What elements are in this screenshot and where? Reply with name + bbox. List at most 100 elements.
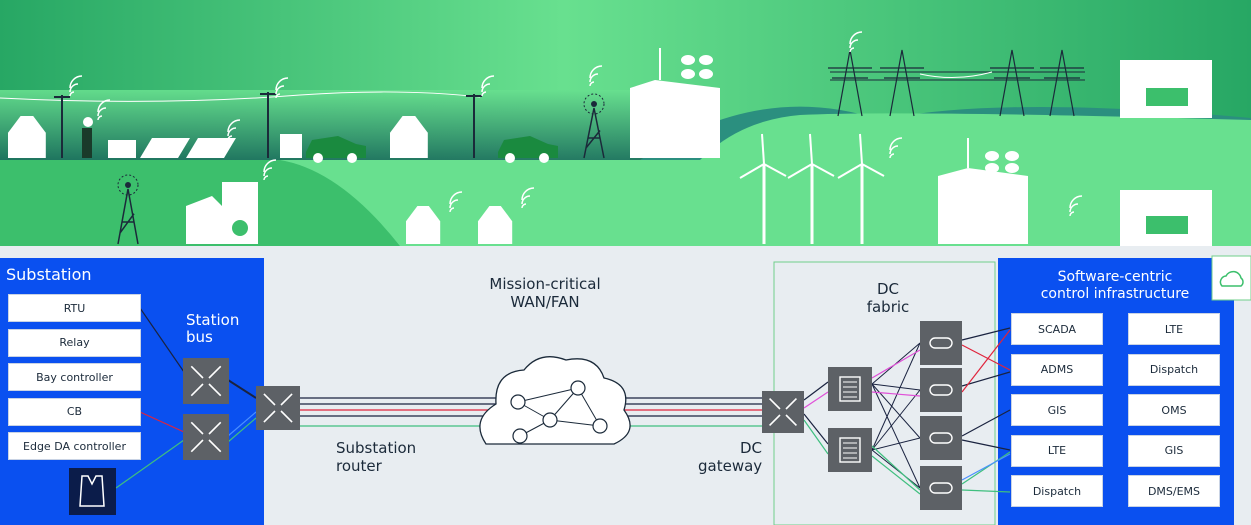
arc — [69, 83, 79, 93]
arc — [521, 195, 531, 205]
substation-title: Substation — [6, 265, 92, 284]
wifi-signal — [521, 187, 535, 209]
electric-car-wheel — [347, 153, 357, 163]
substation-router-label: Substation router — [336, 439, 417, 475]
network-link — [871, 383, 921, 489]
arc — [481, 75, 495, 89]
device-box-cb: CB — [8, 397, 141, 426]
house — [8, 116, 46, 158]
leaf-port-icon — [929, 384, 953, 396]
electric-car-wheel — [539, 153, 549, 163]
arc — [1069, 211, 1075, 217]
cell-tower-antenna — [591, 101, 597, 107]
arc — [263, 167, 273, 177]
house — [406, 206, 441, 244]
station-bus-switch-arrows — [190, 365, 222, 397]
cooling-drum — [985, 163, 999, 173]
building-screen — [1146, 88, 1188, 106]
arc — [589, 81, 595, 87]
arc — [889, 145, 899, 155]
network-link — [961, 409, 1011, 437]
vest-outline — [79, 475, 105, 507]
wire-sag — [919, 71, 993, 79]
wifi-signal — [589, 65, 603, 87]
dc-fabric-label: DC fabric — [866, 280, 910, 316]
electric-car — [498, 136, 558, 158]
server-icon — [839, 376, 861, 402]
network-link — [803, 419, 829, 455]
arc — [849, 47, 855, 53]
cooling-drum — [681, 69, 695, 79]
arc — [889, 153, 895, 159]
substation-router-arrows — [263, 393, 293, 423]
cell-tower — [583, 107, 605, 159]
wifi-signal — [849, 31, 863, 53]
transmission-wires — [830, 71, 1085, 81]
leaf-switch — [920, 466, 962, 510]
mesh-node — [570, 380, 586, 396]
building-screen — [1146, 216, 1188, 234]
substation-router — [256, 386, 300, 430]
network-link — [227, 411, 257, 437]
app-box-lte: LTE — [1011, 434, 1103, 467]
blade — [739, 163, 765, 179]
leaf-switch — [920, 321, 962, 365]
wifi-signal — [1069, 195, 1083, 217]
leaf-port-icon — [929, 337, 953, 349]
arc — [227, 119, 241, 133]
network-link — [227, 417, 257, 443]
wifi-signal — [97, 99, 111, 121]
network-link — [871, 437, 921, 451]
arc — [97, 99, 111, 113]
cell-tower — [117, 188, 139, 245]
network-link — [871, 349, 921, 379]
mesh-node — [542, 412, 558, 428]
arc — [97, 115, 103, 121]
wind-turbine-blades — [739, 133, 787, 179]
field-worker — [82, 128, 92, 158]
battery-storage — [108, 140, 136, 158]
arc — [849, 39, 859, 49]
transmission-pylon — [1040, 49, 1084, 117]
network-link — [871, 449, 921, 489]
app-box-dispatch: Dispatch — [1011, 475, 1103, 507]
arc — [1069, 203, 1079, 213]
wan-title: Mission-critical WAN/FAN — [489, 275, 601, 311]
mesh-node — [592, 418, 608, 434]
arc — [275, 85, 285, 95]
cooling-drum — [1005, 163, 1019, 173]
electric-car — [306, 136, 366, 158]
arc — [589, 73, 599, 83]
blade — [837, 163, 863, 179]
blade — [811, 163, 835, 177]
arc — [889, 137, 903, 151]
arc — [521, 187, 535, 201]
mesh-node — [510, 394, 526, 410]
arc — [521, 203, 527, 209]
arc — [449, 191, 463, 205]
arc — [97, 107, 107, 117]
network-link — [961, 329, 1011, 393]
network-link — [871, 389, 921, 451]
app-box-gis: GIS — [1128, 434, 1220, 467]
dc-gateway-label: DC gateway — [698, 439, 763, 475]
arc — [227, 135, 233, 141]
station-bus-switch — [183, 358, 229, 404]
wifi-signal — [889, 137, 903, 159]
server-icon — [839, 437, 861, 463]
wind-turbine-blades — [787, 133, 835, 179]
transmission-pylon — [990, 49, 1034, 117]
device-box-bay-controller: Bay controller — [8, 363, 141, 391]
cooling-drum — [985, 151, 999, 161]
dc-gateway-switch-arrows — [768, 397, 798, 427]
network-link — [961, 371, 1011, 387]
power-plant — [630, 80, 720, 158]
power-line — [0, 91, 481, 102]
electric-car-wheel — [505, 153, 515, 163]
network-link — [871, 455, 921, 495]
arc — [481, 83, 491, 93]
leaf-switch — [920, 368, 962, 412]
substation-status-icon — [232, 220, 248, 236]
leaf-port-icon — [929, 432, 953, 444]
